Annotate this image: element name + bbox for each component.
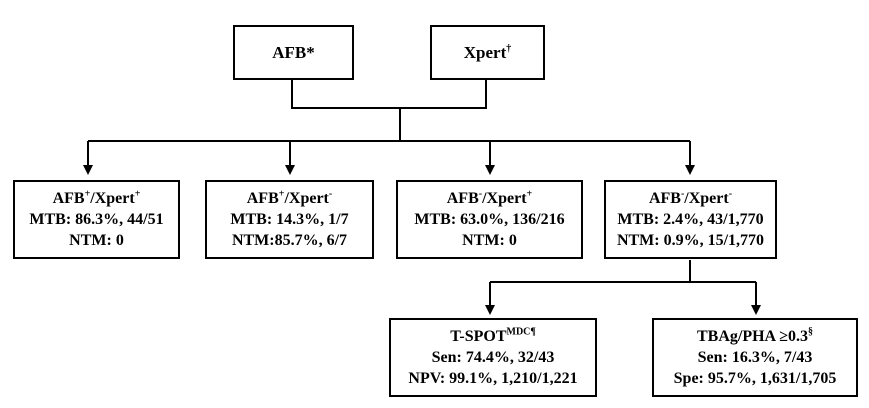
tbag-pha-title: TBAg/PHA ≥0.3§ [696, 326, 813, 345]
group-mtb: MTB: 63.0%, 136/216 [414, 211, 565, 228]
tbag-pha-box: TBAg/PHA ≥0.3§ Sen: 16.3%, 7/43 Spe: 95.… [652, 318, 858, 397]
group-mtb: MTB: 14.3%, 1/7 [230, 211, 349, 228]
tspot-sensitivity: Sen: 74.4%, 32/43 [431, 349, 555, 366]
connector-top-merge [291, 78, 487, 109]
xpert-box: Xpert† [430, 25, 545, 80]
group-ntm: NTM:85.7%, 6/7 [231, 232, 348, 249]
group-mtb: MTB: 2.4%, 43/1,770 [617, 211, 764, 228]
group-title: AFB-/Xpert- [648, 188, 733, 207]
group-mtb: MTB: 86.3%, 44/51 [29, 211, 164, 228]
group-box-afbpos-xpertpos: AFB+/Xpert+ MTB: 86.3%, 44/51 NTM: 0 [13, 180, 180, 259]
tbag-pha-specificity: Spe: 95.7%, 1,631/1,705 [673, 370, 837, 387]
group-box-afbneg-xpertneg: AFB-/Xpert- MTB: 2.4%, 43/1,770 NTM: 0.9… [604, 180, 777, 259]
group-title: AFB-/Xpert+ [446, 188, 533, 207]
afb-box: AFB* [233, 25, 354, 80]
group-box-afbpos-xpertneg: AFB+/Xpert- MTB: 14.3%, 1/7 NTM:85.7%, 6… [205, 180, 374, 259]
group-ntm: NTM: 0.9%, 15/1,770 [616, 232, 765, 249]
tspot-box: T-SPOTMDC¶ Sen: 74.4%, 32/43 NPV: 99.1%,… [389, 318, 597, 397]
tbag-pha-sensitivity: Sen: 16.3%, 7/43 [697, 349, 813, 366]
group-ntm: NTM: 0 [69, 232, 124, 249]
tspot-npv: NPV: 99.1%, 1,210/1,221 [408, 370, 578, 387]
xpert-label: Xpert† [463, 43, 512, 62]
group-title: AFB+/Xpert+ [52, 188, 141, 207]
group-box-afbneg-xpertpos: AFB-/Xpert+ MTB: 63.0%, 136/216 NTM: 0 [396, 180, 583, 259]
tspot-title: T-SPOTMDC¶ [450, 326, 536, 345]
group-ntm: NTM: 0 [462, 232, 517, 249]
afb-label: AFB* [272, 43, 315, 62]
group-title: AFB+/Xpert- [246, 188, 333, 207]
